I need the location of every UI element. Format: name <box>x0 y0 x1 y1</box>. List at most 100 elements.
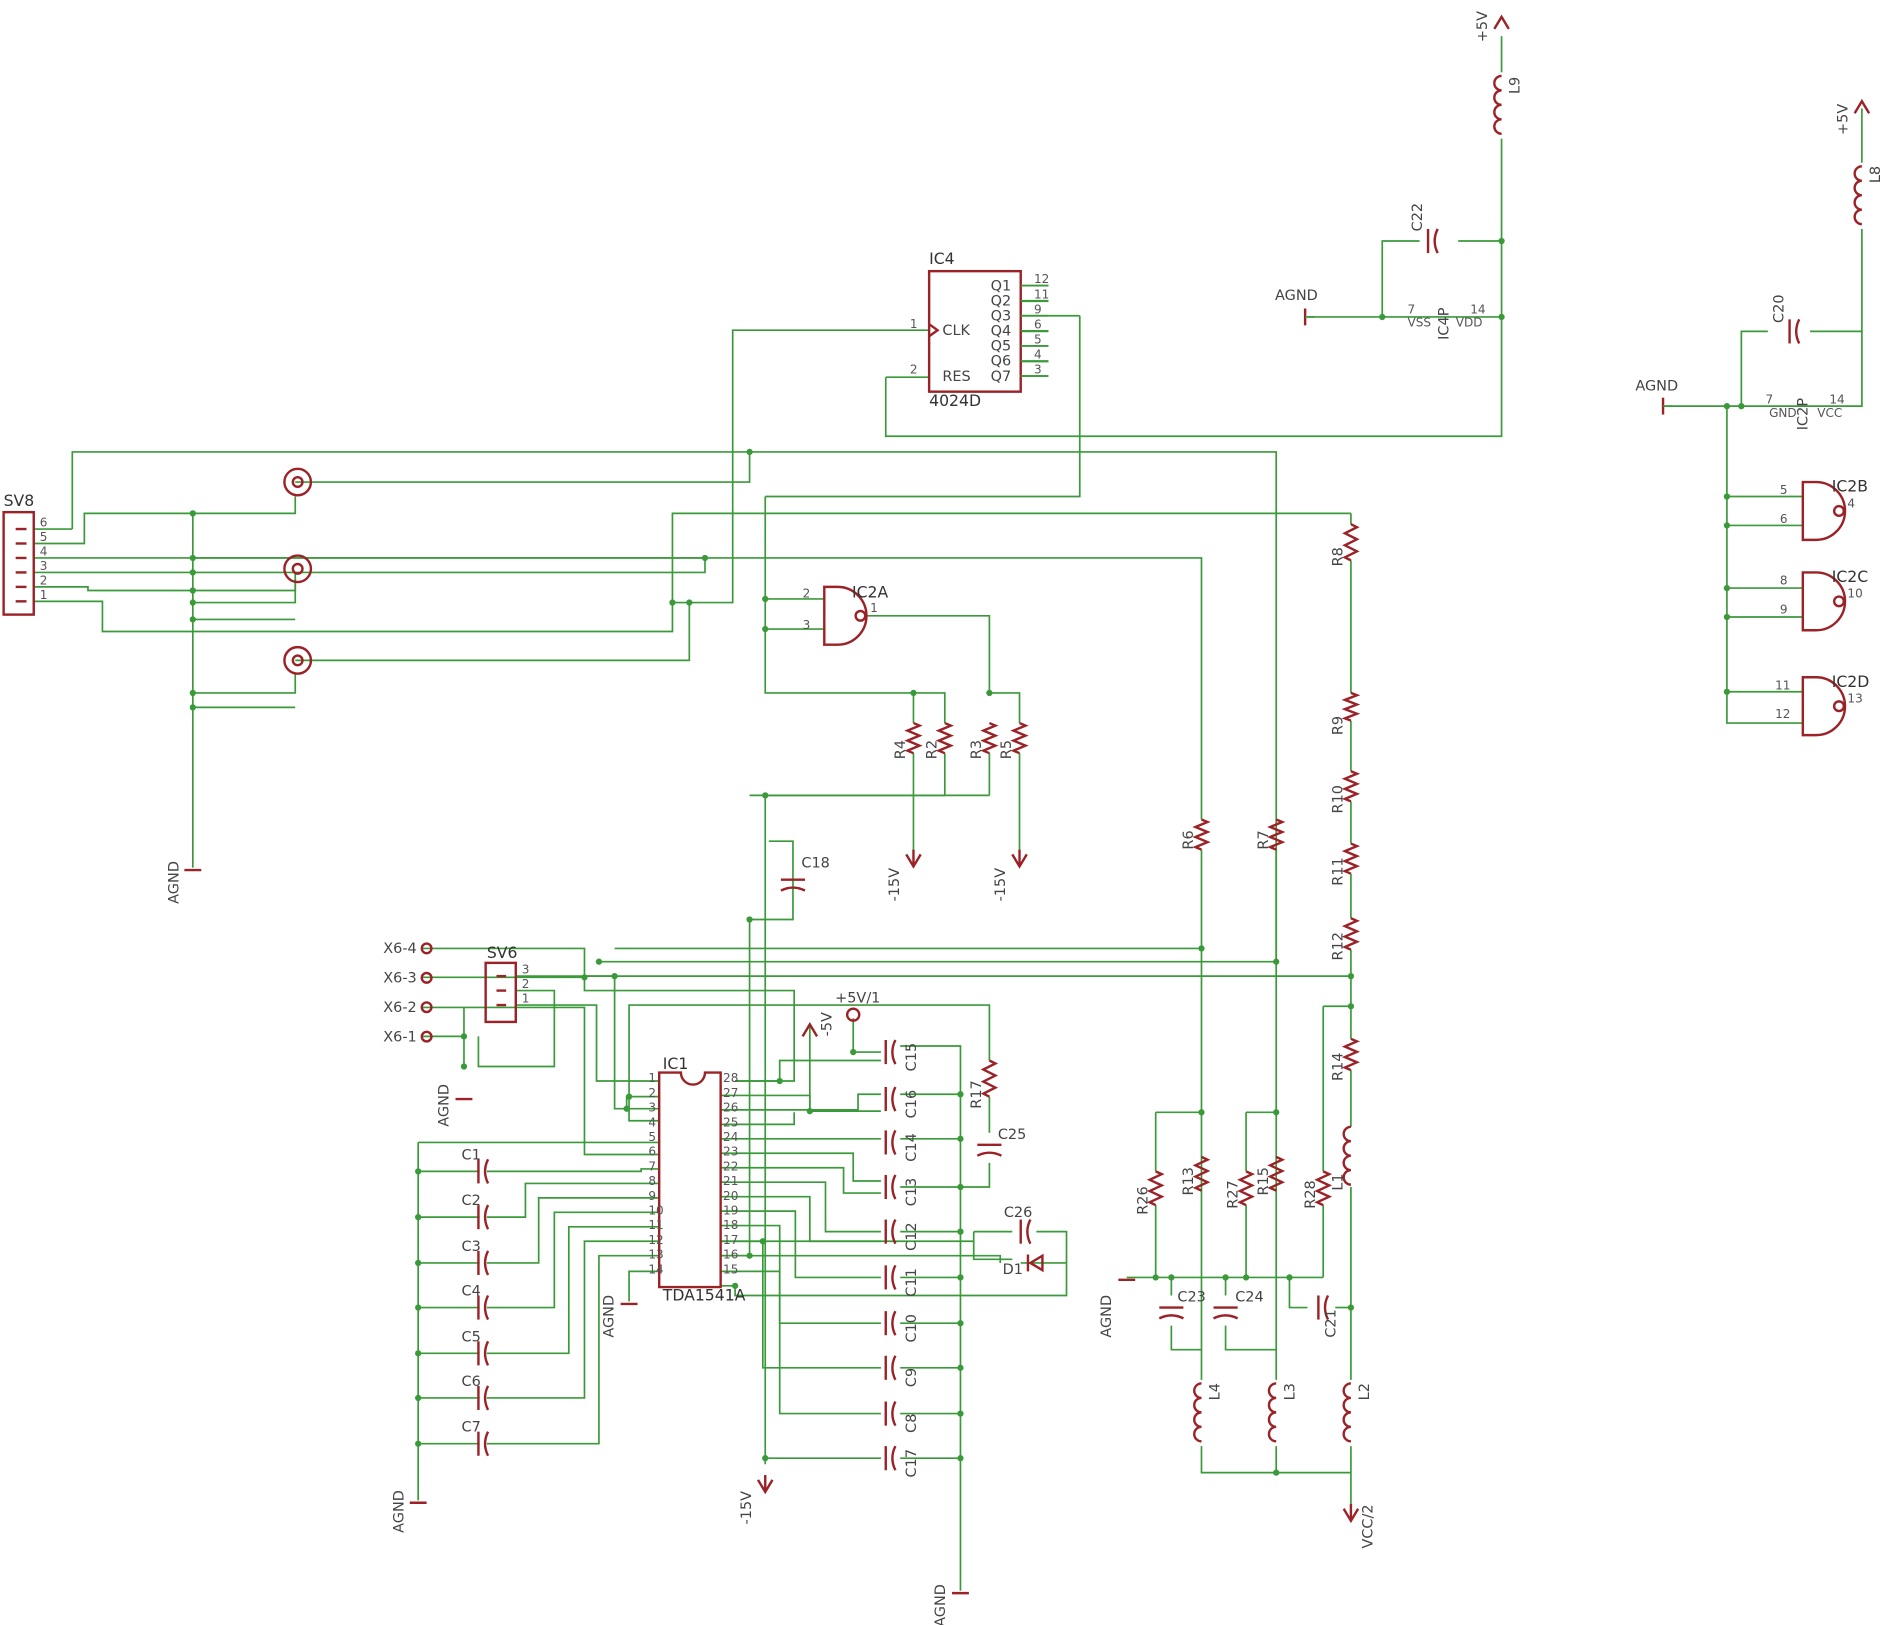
junction-dot-67 <box>759 1238 766 1245</box>
cap-c24: C24 <box>1212 1290 1264 1320</box>
sv6-pin-0: 3 <box>522 963 530 977</box>
cap-c25-plate-b <box>976 1151 1002 1157</box>
junction-dot-10 <box>701 554 709 562</box>
wire-140 <box>852 1018 881 1053</box>
ic2p-power: 7 GND 14 VCC IC2P <box>1765 393 1844 431</box>
wire-32 <box>989 692 1021 724</box>
resistor-chain-5-body <box>1341 1037 1360 1072</box>
inductor-l3: L3 <box>1267 1382 1298 1443</box>
x6-terminal-0: X6-4 <box>383 941 433 957</box>
ic4p-vss: VSS <box>1408 316 1432 330</box>
resistor-r2: R2 <box>924 721 954 759</box>
ic2p-name: IC2P <box>1796 398 1812 431</box>
x6-label-0: X6-4 <box>383 941 417 957</box>
resistor-chain-1-body <box>1341 691 1361 722</box>
bnc-jack-1 <box>283 554 313 584</box>
junction-dot-6 <box>189 689 196 697</box>
cap-right-4: C12 <box>884 1219 920 1251</box>
bnc-outer-0 <box>283 467 313 497</box>
junction-dot-42 <box>595 958 603 965</box>
junction-dot-24 <box>1723 613 1731 621</box>
resistor-chain-2-body <box>1341 770 1361 803</box>
junction-dot-3 <box>189 587 196 594</box>
cap-right-7-plate-b <box>891 1355 897 1381</box>
label-m15v-1: -15V <box>887 868 903 902</box>
junction-dot-5 <box>189 616 196 623</box>
resistor-r3-body <box>980 721 999 755</box>
junction-dot-22 <box>1723 522 1731 529</box>
ic4-q-label-2: Q3 <box>991 309 1012 325</box>
cap-c21-plate-b <box>1323 1294 1330 1321</box>
resistor-r3-label: R3 <box>969 740 985 759</box>
resistor-r13-body <box>1192 1155 1211 1192</box>
gnd-agnd-7 <box>1303 308 1315 326</box>
wire-2 <box>33 496 297 545</box>
resistor-chain-1: R9 <box>1330 691 1361 735</box>
resistor-r5-label: R5 <box>999 740 1015 759</box>
resistor-r6-label: R6 <box>1181 830 1197 849</box>
ic2d-pin-in1: 11 <box>1775 678 1790 692</box>
ic4-res-label: RES <box>942 369 970 385</box>
ic1-pin-right-10: 18 <box>723 1218 738 1232</box>
supply-m5v-head <box>801 1021 819 1038</box>
wire-118 <box>720 1112 796 1126</box>
junction-dot-53 <box>776 1077 783 1085</box>
cap-left-0-label: C1 <box>462 1147 481 1163</box>
ic1-name: IC1 <box>663 1054 689 1073</box>
gate-ic2c: IC2C 8 9 10 <box>1780 567 1869 632</box>
wire-17 <box>765 315 1081 498</box>
sv8-pin-3: 3 <box>40 559 48 573</box>
ic2d-name: IC2D <box>1832 672 1870 691</box>
junction-dot-59 <box>957 1228 964 1235</box>
p5v1-ring <box>845 1007 861 1022</box>
cap-left-0: C1 <box>462 1147 490 1184</box>
ic1-pin-right-11: 17 <box>723 1233 738 1247</box>
ic2c-name: IC2C <box>1832 567 1869 586</box>
junction-dot-69 <box>746 916 753 923</box>
ic1-pin-right-6: 22 <box>723 1159 738 1173</box>
resistor-chain-4-label: R12 <box>1330 932 1346 960</box>
inductor-l9-coil <box>1493 74 1502 135</box>
ic1-pin-left-3: 4 <box>648 1115 656 1129</box>
cap-c24-plate-b <box>1212 1314 1239 1320</box>
ic4-q-pin-1: 11 <box>1034 287 1049 301</box>
supply-vcc2 <box>1342 1503 1360 1524</box>
cap-right-9-plate-b <box>891 1445 897 1471</box>
cap-left-4-plate-b <box>483 1340 490 1366</box>
junction-dot-35 <box>1242 1274 1250 1281</box>
cap-right-2: C14 <box>884 1129 920 1162</box>
resistor-r4-body <box>904 721 923 755</box>
ic2d-pin-in2: 12 <box>1775 707 1790 721</box>
cap-c22: C22 <box>1410 203 1439 254</box>
junction-dot-65 <box>762 1455 769 1462</box>
ic1-pin-left-2: 3 <box>648 1101 656 1115</box>
resistor-r7-body <box>1267 818 1286 851</box>
junction-dot-13 <box>762 625 769 633</box>
wire-101 <box>486 1182 660 1218</box>
wire-29 <box>865 614 991 693</box>
junction-dot-12 <box>762 595 769 603</box>
cap-right-5-plate-b <box>891 1264 897 1290</box>
ic4-q-label-3: Q4 <box>991 324 1012 340</box>
cap-left-5-plate-b <box>483 1385 490 1411</box>
ic4-q-label-1: Q2 <box>991 293 1012 309</box>
cap-left-4: C5 <box>462 1329 490 1366</box>
wire-95 <box>628 1004 991 1122</box>
junction-dot-4 <box>189 599 196 606</box>
ic1-pin-right-4: 24 <box>723 1130 738 1144</box>
junction-dot-25 <box>1723 688 1731 695</box>
cap-left-6: C7 <box>462 1420 490 1457</box>
gate-ic2a: IC2A 2 3 1 <box>803 583 889 646</box>
ic2p-pin7: 7 <box>1765 393 1773 407</box>
cap-c21: C21 <box>1317 1294 1339 1338</box>
label-agnd-1: AGND <box>166 861 182 904</box>
junction-dot-50 <box>415 1350 422 1357</box>
ic1-pin-right-12: 16 <box>723 1248 738 1262</box>
wire-83 <box>421 947 1351 977</box>
label-p5v-2: +5V <box>1835 104 1851 135</box>
cap-right-3: C13 <box>884 1174 920 1206</box>
wire-12 <box>295 451 751 483</box>
ic4p-vdd: VDD <box>1456 316 1483 330</box>
sv6-connector: SV6 321 <box>484 943 530 1024</box>
